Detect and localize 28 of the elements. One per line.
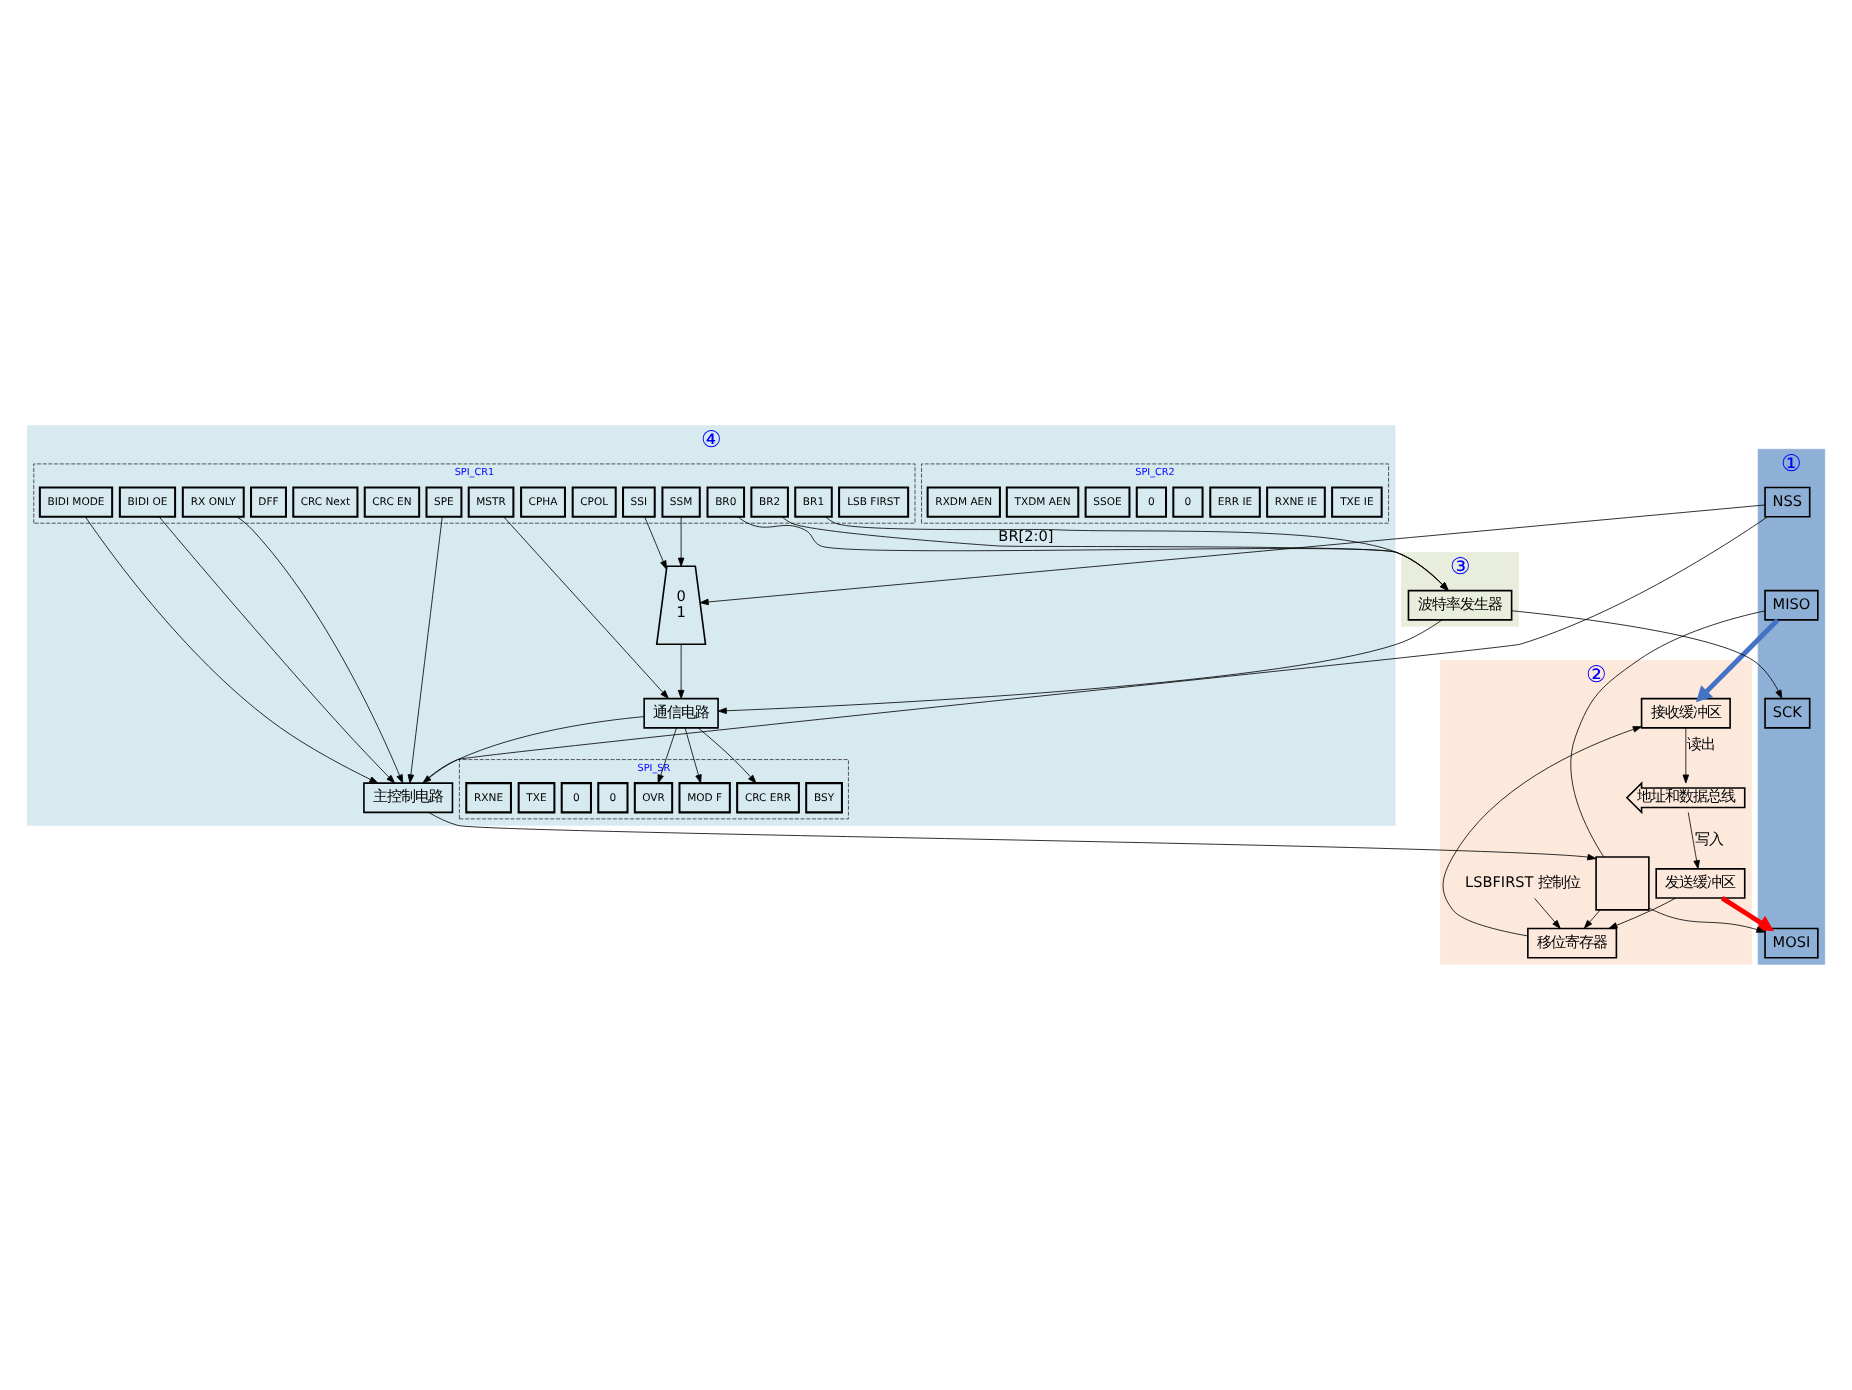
arrow (85, 516, 379, 784)
arrow (644, 516, 667, 570)
arrow (717, 619, 1443, 715)
arrow (158, 516, 396, 784)
arrow (236, 516, 404, 784)
arrow (422, 716, 645, 784)
arrow (1687, 812, 1700, 870)
arrow (1682, 727, 1690, 784)
arrow (684, 727, 702, 784)
arrow (1534, 897, 1561, 929)
arrow (697, 727, 757, 784)
node-box (1595, 856, 1650, 911)
arrow (677, 644, 685, 699)
connector (1570, 610, 1766, 858)
arrow (1695, 618, 1780, 703)
arrow (407, 516, 443, 784)
arrow (1583, 909, 1601, 929)
arrow (1720, 896, 1774, 932)
arrow (1648, 907, 1766, 933)
arrow (428, 812, 1597, 861)
arrow (1608, 897, 1676, 929)
arrow (503, 516, 669, 699)
arrow (1511, 610, 1783, 699)
arrow (657, 727, 677, 784)
connector (421, 516, 1768, 784)
arrow (699, 504, 1766, 606)
arrow (677, 516, 685, 567)
arrow (1442, 726, 1642, 937)
